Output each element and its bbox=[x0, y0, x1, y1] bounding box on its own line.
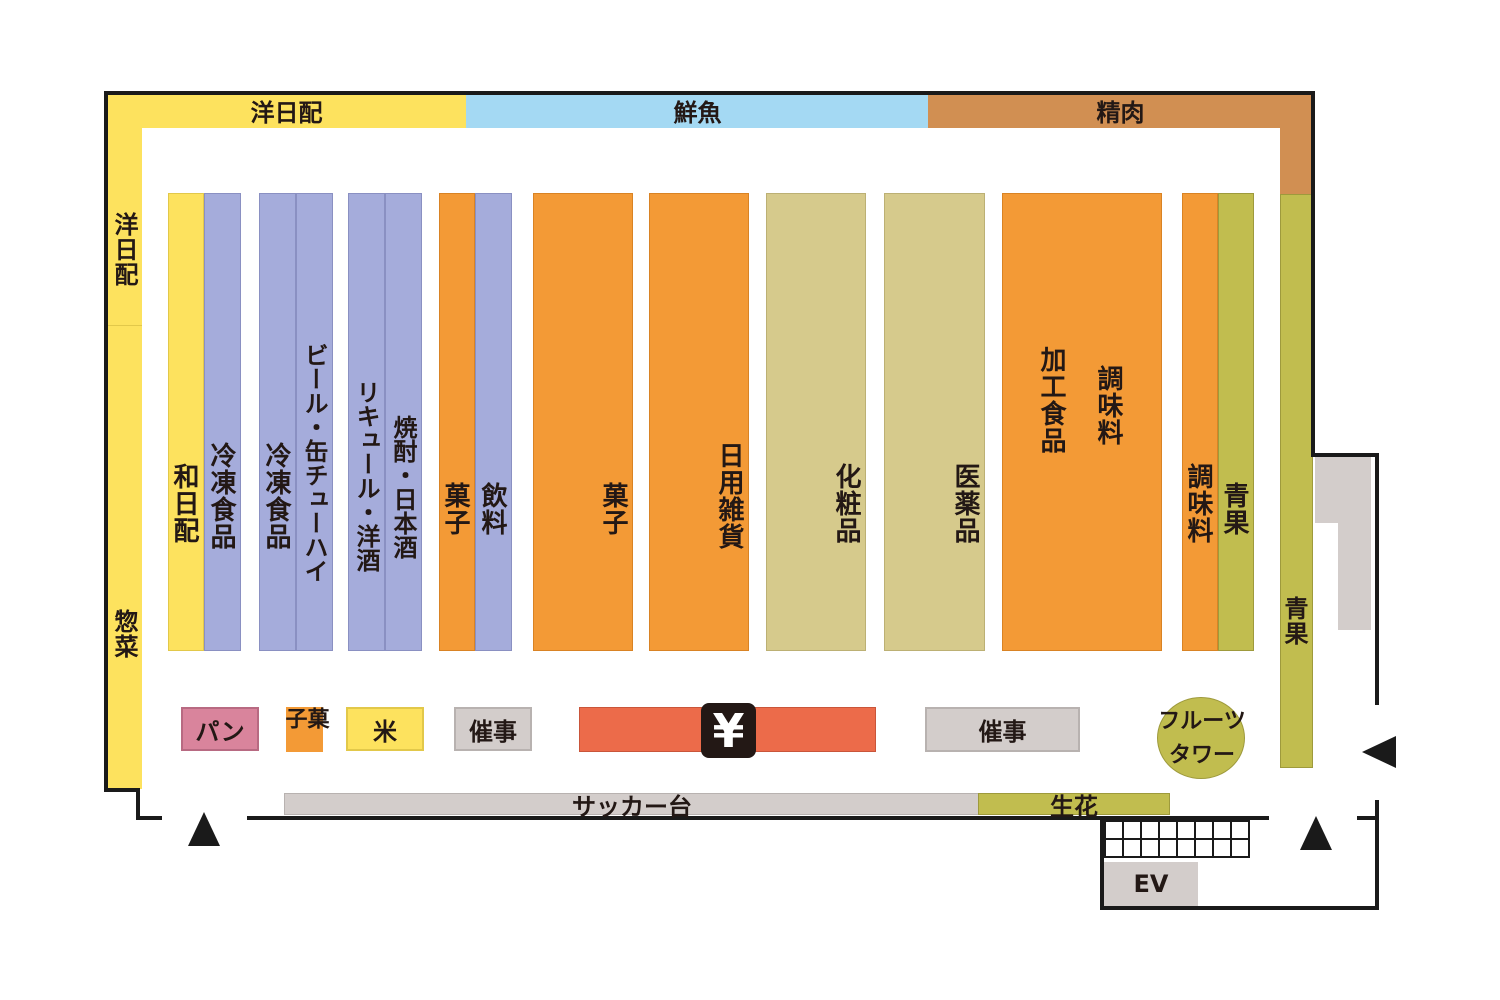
aisle-shochu-sake: 焼酎・日本酒 bbox=[385, 193, 422, 651]
top-fresh-fish: 鮮魚 bbox=[466, 93, 929, 128]
wall-right-outer bbox=[1375, 453, 1379, 705]
bagging-counter: サッカー台 bbox=[284, 793, 980, 821]
rice-section: 米 bbox=[346, 707, 424, 751]
aisle-frozen-1: 冷凍食品 bbox=[204, 193, 241, 651]
wall-right-outer-low bbox=[1375, 800, 1379, 910]
fruit-tower-label: フルーツタワー bbox=[1158, 709, 1246, 768]
entrance-arrow-up-icon bbox=[188, 812, 220, 846]
aisle-beer-chuhai: ビール・缶チューハイ bbox=[296, 193, 333, 651]
backroom-block-lower bbox=[1338, 520, 1371, 630]
sweets-front-section: 菓子 bbox=[282, 707, 329, 752]
wall-bottom bbox=[247, 816, 1269, 820]
aisle-frozen-2: 冷凍食品 bbox=[259, 193, 296, 651]
aisle-processed-block bbox=[1002, 193, 1162, 651]
top-meat: 精肉 bbox=[928, 93, 1313, 128]
aisle-liqueur: リキュール・洋酒 bbox=[348, 193, 385, 651]
aisle-produce: 青果 bbox=[1218, 193, 1254, 651]
wall-right-step bbox=[1311, 453, 1379, 457]
aisle-processed-label: 加工食品 bbox=[1036, 346, 1066, 454]
entrance-arrow-up-icon bbox=[1300, 816, 1332, 850]
left-deli: 惣菜 bbox=[106, 326, 142, 789]
aisle-japanese-dairy: 和日配 bbox=[168, 193, 204, 651]
backroom-block bbox=[1315, 457, 1371, 523]
wall-ev-bottom bbox=[1100, 906, 1379, 910]
wall-left-lower bbox=[104, 788, 140, 792]
right-produce: 青果 bbox=[1280, 194, 1313, 768]
aisle-sweets: 菓子 bbox=[533, 193, 633, 651]
aisle-seasoning-main-label: 調味料 bbox=[1093, 364, 1123, 446]
stairs-icon bbox=[1104, 820, 1250, 860]
event-space-1: 催事 bbox=[454, 707, 532, 751]
wall-right-inner bbox=[1357, 816, 1377, 820]
elevator: EV bbox=[1104, 862, 1198, 906]
left-western-dairy: 洋日配 bbox=[106, 128, 142, 326]
aisle-cosmetics: 化粧品 bbox=[766, 193, 866, 651]
aisle-sweets-small: 菓子 bbox=[439, 193, 475, 651]
wall-left bbox=[104, 91, 108, 791]
wall-bottom-stub bbox=[136, 816, 162, 820]
bread-section: パン bbox=[181, 707, 259, 751]
entrance-arrow-left-icon bbox=[1362, 736, 1396, 768]
fruit-tower bbox=[1157, 697, 1245, 779]
wall-ev-left bbox=[1100, 816, 1104, 910]
wall-right-upper bbox=[1311, 91, 1315, 457]
aisle-daily-goods: 日用雑貨 bbox=[649, 193, 749, 651]
right-meat-extension bbox=[1280, 127, 1313, 194]
aisle-medicine: 医薬品 bbox=[884, 193, 985, 651]
yen-register-icon: ¥ bbox=[701, 703, 756, 758]
aisle-seasoning-side: 調味料 bbox=[1182, 193, 1218, 651]
flowers-section: 生花 bbox=[978, 793, 1170, 821]
aisle-drinks: 飲料 bbox=[475, 193, 512, 651]
top-western-dairy: 洋日配 bbox=[106, 93, 467, 128]
wall-left-stub bbox=[136, 788, 140, 820]
event-space-2: 催事 bbox=[925, 707, 1080, 752]
wall-top bbox=[104, 91, 1315, 95]
